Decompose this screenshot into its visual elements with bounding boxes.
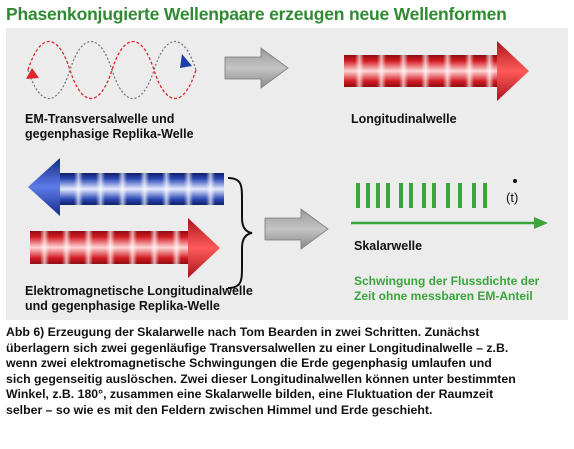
scalar-label: Skalarwelle <box>354 239 423 253</box>
caption-line: überlagern sich zwei gegenläufige Transv… <box>6 340 509 355</box>
green-time-arrow <box>351 217 548 229</box>
diagram-panel: EM-Transversalwelle und gegenphasige Rep… <box>6 28 568 320</box>
caption-line: wenn zwei elektromagnetische Schwingunge… <box>6 356 492 371</box>
red-sine-wave <box>27 40 197 100</box>
caption-line: Abb 6) Erzeugung der Skalarwelle nach To… <box>6 325 480 339</box>
red-wave-arrowhead <box>26 68 39 79</box>
time-symbol: (t) <box>506 190 519 205</box>
blue-wave-arrowhead <box>180 54 192 68</box>
curly-brace <box>227 177 253 289</box>
gray-arrow-top <box>224 47 289 89</box>
caption-line: Winkel, z.B. 180°, zusammen eine Skalarw… <box>6 387 494 402</box>
figure-caption: Abb 6) Erzeugung der Skalarwelle nach To… <box>6 325 568 419</box>
transverse-wave-pair <box>26 40 197 100</box>
em-longitudinal-label: Elektromagnetische Longitudinalwelle und… <box>25 284 253 313</box>
gray-sine-wave <box>27 40 197 100</box>
gray-arrow-middle <box>264 208 329 250</box>
red-replica-arrow <box>30 218 220 278</box>
diagram-graphics <box>26 40 548 289</box>
caption-line: sich gegenseitig auslöschen. Zwei dieser… <box>6 371 516 386</box>
longitudinal-wave-arrow <box>344 41 529 101</box>
em-transversal-label: EM-Transversalwelle und gegenphasige Rep… <box>25 112 194 141</box>
blue-longitudinal-arrow <box>28 158 224 216</box>
page-title: Phasenkonjugierte Wellenpaare erzeugen n… <box>6 4 507 24</box>
time-dot <box>513 179 517 183</box>
scalar-wave-bars <box>356 183 487 208</box>
longitudinal-label: Longitudinalwelle <box>351 112 457 126</box>
caption-line: selber – so wie es mit den Feldern zwisc… <box>6 402 433 417</box>
scalar-description: Schwingung der Flussdichte der Zeit ohne… <box>354 274 540 303</box>
